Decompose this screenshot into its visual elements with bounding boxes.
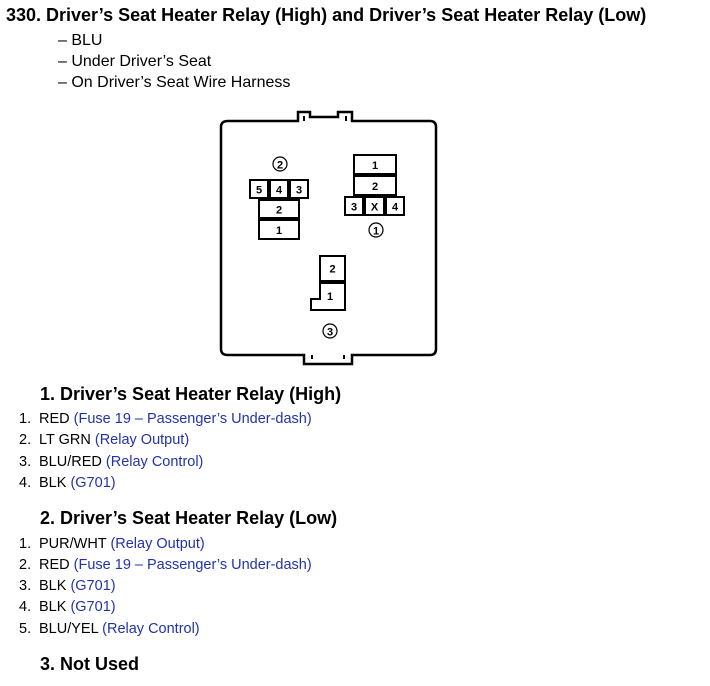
- section-2-title: 2. Driver’s Seat Heater Relay (Low): [40, 508, 338, 528]
- pin-row: 2. LT GRN (Relay Output): [19, 432, 189, 448]
- pin-number: 3.: [19, 578, 32, 594]
- pin-row: 3. BLU/RED (Relay Control): [19, 454, 203, 470]
- pin-number: 4.: [19, 475, 32, 491]
- pin-cell: [310, 282, 346, 311]
- pin-label: X: [371, 202, 379, 214]
- circuit-description: (Fuse 19 – Passenger’s Under-dash): [73, 411, 312, 427]
- pin-number: 3.: [19, 454, 32, 470]
- connector-3: 2 1 3: [310, 255, 346, 339]
- pin-number: 2.: [19, 557, 32, 573]
- connector-1: 1 2 3 X 4 1: [344, 154, 405, 238]
- pin-label: 4: [276, 185, 283, 197]
- marker-3-label: 3: [327, 327, 333, 339]
- pin-label: 1: [372, 160, 378, 172]
- connector-2: 2 5 4 3 2 1: [249, 156, 309, 240]
- circuit-description: (Fuse 19 – Passenger’s Under-dash): [73, 557, 312, 573]
- wire-color: BLU/RED: [39, 454, 102, 470]
- pin-row: 4. BLK (G701): [19, 599, 116, 615]
- pin-cell: [258, 199, 300, 219]
- pin-number: 1.: [19, 536, 32, 552]
- pin-number: 1.: [19, 411, 32, 427]
- wire-color: BLU/YEL: [39, 621, 99, 637]
- marker-2-label: 2: [277, 160, 283, 172]
- circuit-description: (G701): [70, 578, 116, 594]
- pin-label: 2: [372, 181, 378, 193]
- pin-cell: [319, 255, 346, 282]
- pin-label: 3: [351, 202, 357, 214]
- circuit-description: (G701): [70, 599, 116, 615]
- pin-label: 1: [327, 291, 333, 303]
- wire-color: BLK: [39, 599, 67, 615]
- circuit-description: (Relay Control): [105, 454, 204, 470]
- pin-row: 5. BLU/YEL (Relay Control): [19, 621, 200, 637]
- wire-color: BLK: [39, 475, 67, 491]
- marker-3-circle: [322, 323, 338, 339]
- pin-cell: [353, 175, 397, 196]
- pin-label: 4: [392, 202, 399, 214]
- marker-2-circle: [272, 156, 288, 172]
- relay-block-top-latch: [303, 116, 347, 121]
- page-title: 330. Driver’s Seat Heater Relay (High) a…: [6, 5, 647, 25]
- wire-color: LT GRN: [39, 432, 91, 448]
- pin-label: 2: [329, 264, 335, 276]
- pin-cell: [385, 196, 405, 216]
- section-1-title: 1. Driver’s Seat Heater Relay (High): [40, 384, 342, 404]
- pin-row: 4. BLK (G701): [19, 475, 116, 491]
- section-3-title: 3. Not Used: [40, 654, 140, 674]
- marker-1-circle: [368, 222, 384, 238]
- pin-label: 5: [256, 185, 262, 197]
- pin-row: 1. RED (Fuse 19 – Passenger’s Under-dash): [19, 411, 312, 427]
- circuit-description: (Relay Output): [94, 432, 190, 448]
- pin-number: 4.: [19, 599, 32, 615]
- relay-block-bottom-latch: [311, 355, 345, 359]
- harness-detail: – On Driver’s Seat Wire Harness: [58, 74, 291, 91]
- pin-cell: [258, 219, 300, 240]
- pin-row: 2. RED (Fuse 19 – Passenger’s Under-dash): [19, 557, 312, 573]
- pin-cell: [364, 196, 385, 216]
- pin-cell: [353, 154, 397, 175]
- location-detail: – Under Driver’s Seat: [58, 53, 212, 70]
- wire-color: RED: [39, 411, 70, 427]
- circuit-description: (G701): [70, 475, 116, 491]
- pin-label: 1: [276, 225, 282, 237]
- pin-number: 5.: [19, 621, 32, 637]
- pin-label: 3: [296, 185, 302, 197]
- circuit-description: (Relay Output): [110, 536, 205, 552]
- circuit-description: (Relay Control): [102, 621, 200, 637]
- relay-block-outline: [219, 110, 438, 366]
- pin-cell: [289, 179, 309, 199]
- wire-color: BLK: [39, 578, 67, 594]
- marker-1-label: 1: [373, 226, 379, 238]
- wire-color: PUR/WHT: [39, 536, 107, 552]
- wire-color: RED: [39, 557, 70, 573]
- pin-cell: [249, 179, 269, 199]
- pin-row: 1. PUR/WHT (Relay Output): [19, 536, 205, 552]
- pin-row: 3. BLK (G701): [19, 578, 116, 594]
- pin-label: 2: [276, 205, 282, 217]
- pin-number: 2.: [19, 432, 32, 448]
- pin-cell: [269, 179, 289, 199]
- pin-cell: [344, 196, 364, 216]
- color-detail: – BLU: [58, 32, 103, 49]
